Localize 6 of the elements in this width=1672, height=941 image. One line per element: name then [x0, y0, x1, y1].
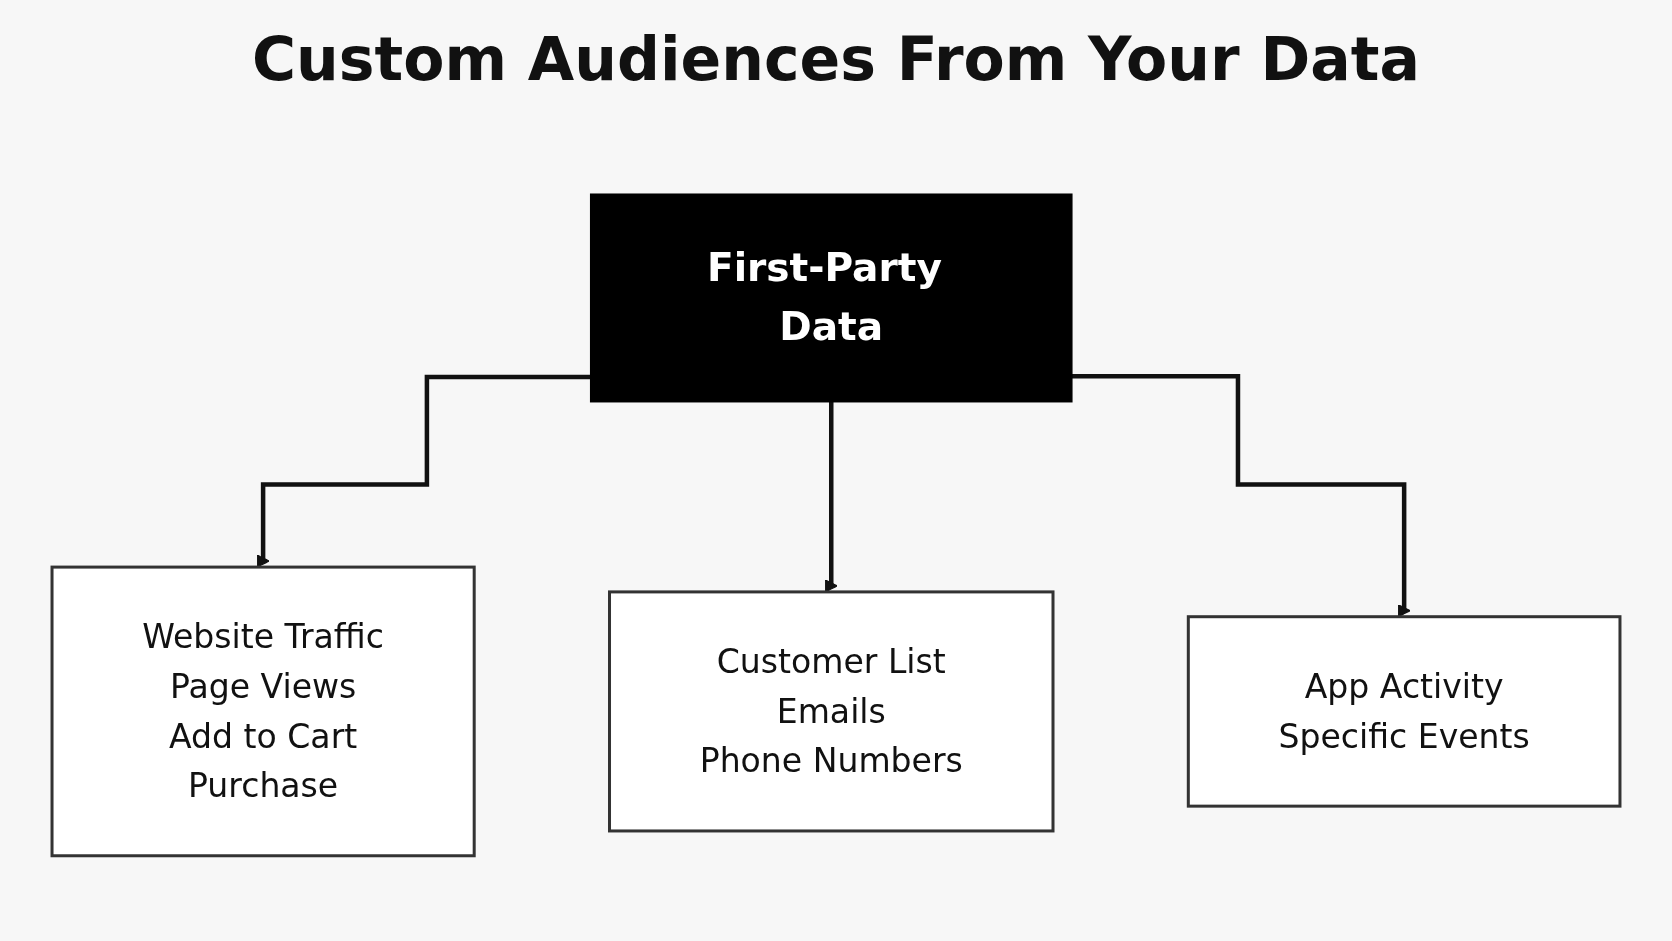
arrow	[256, 374, 591, 568]
title: Custom Audiences From Your Data	[251, 24, 1421, 94]
node-box: App Activity Specific Events	[1186, 615, 1622, 808]
node-box: First-Party Data	[589, 193, 1073, 403]
node-box: Website Traffic Page Views Add to Cart Purchase	[50, 565, 476, 858]
node-box: Customer List Emails Phone Numbers	[608, 590, 1055, 833]
